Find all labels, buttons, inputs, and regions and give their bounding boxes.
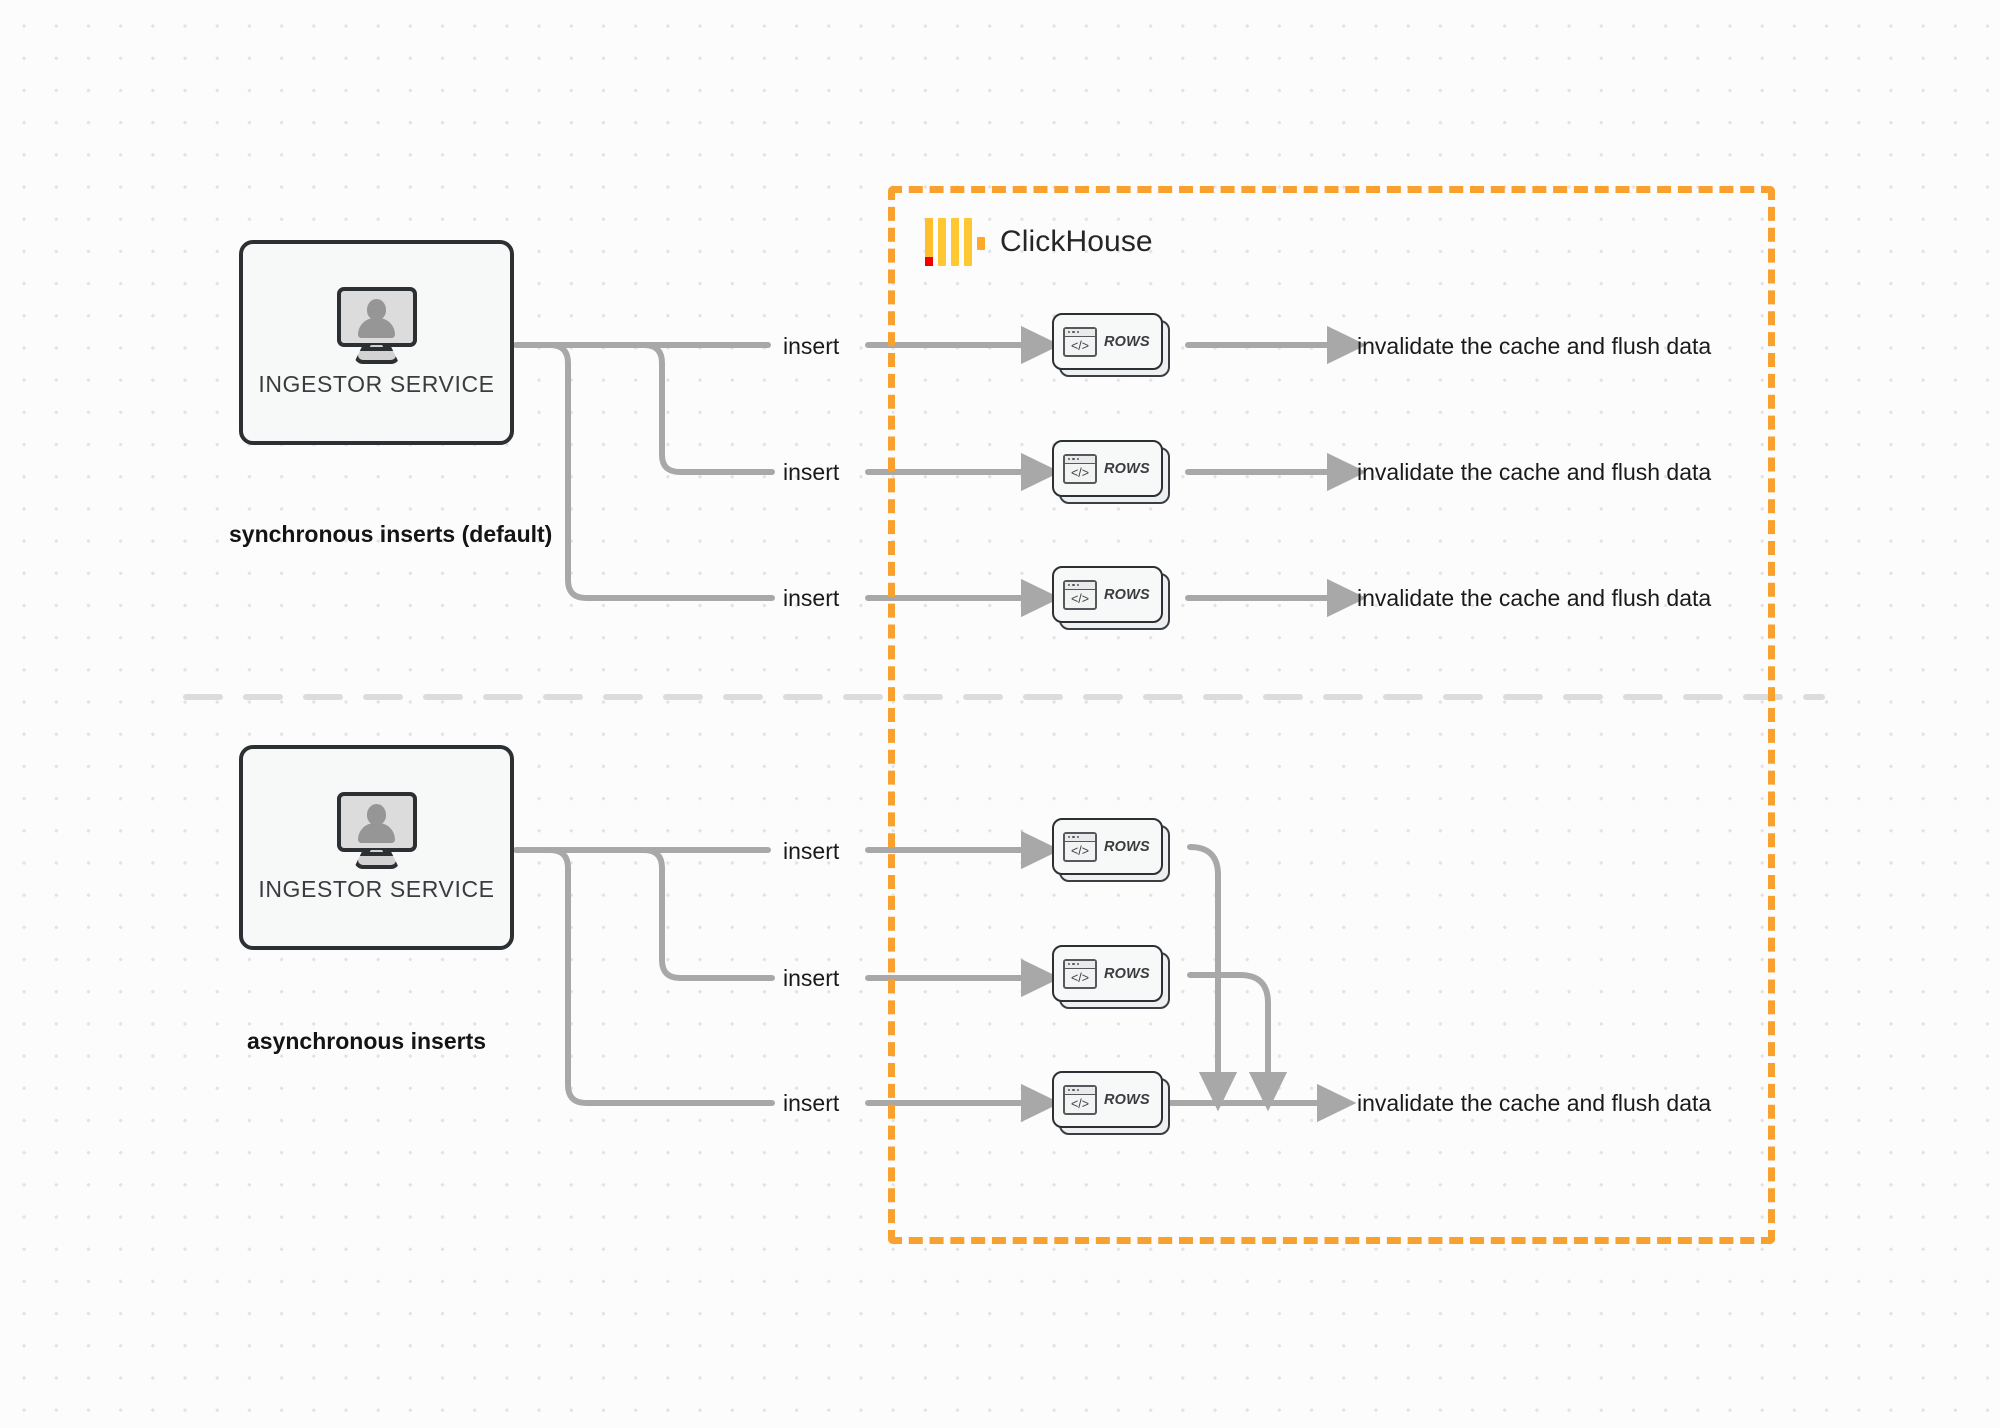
rows-card-async-3[interactable]: </> ROWS xyxy=(1052,1071,1170,1135)
result-label-sync-1: invalidate the cache and flush data xyxy=(1357,333,1712,359)
result-label-async-merged: invalidate the cache and flush data xyxy=(1357,1090,1712,1116)
rows-card-front: </> ROWS xyxy=(1052,945,1163,1002)
rows-card-front: </> ROWS xyxy=(1052,440,1163,497)
rows-card-label: ROWS xyxy=(1104,838,1150,855)
insert-label-sync-2: insert xyxy=(783,459,840,485)
rows-card-label: ROWS xyxy=(1104,965,1150,982)
monitor-user-icon xyxy=(329,287,425,365)
ingestor-service-label-async: INGESTOR SERVICE xyxy=(258,876,495,902)
code-window-icon: </> xyxy=(1063,1084,1097,1115)
insert-label-async-2: insert xyxy=(783,965,840,991)
ingestor-service-sync[interactable]: INGESTOR SERVICE xyxy=(239,240,514,445)
sync-fanout-row3 xyxy=(533,342,775,601)
rows-card-label: ROWS xyxy=(1104,586,1150,603)
rows-card-sync-1[interactable]: </> ROWS xyxy=(1052,313,1170,377)
code-window-icon: </> xyxy=(1063,579,1097,610)
clickhouse-wordmark: ClickHouse xyxy=(1000,225,1153,258)
rows-card-async-1[interactable]: </> ROWS xyxy=(1052,818,1170,882)
rows-card-front: </> ROWS xyxy=(1052,1071,1163,1128)
rows-card-sync-2[interactable]: </> ROWS xyxy=(1052,440,1170,504)
ingestor-service-label-sync: INGESTOR SERVICE xyxy=(258,371,495,397)
sync-fanout-row2 xyxy=(627,342,775,475)
section-caption-synchronous: synchronous inserts (default) xyxy=(229,521,553,547)
async-merge-arrow-2 xyxy=(1187,972,1288,1112)
code-window-icon: </> xyxy=(1063,326,1097,357)
rows-card-async-2[interactable]: </> ROWS xyxy=(1052,945,1170,1009)
insert-label-sync-3: insert xyxy=(783,585,840,611)
clickhouse-brand: ClickHouse xyxy=(925,218,1153,266)
clickhouse-boundary xyxy=(888,186,1775,1244)
result-label-sync-3: invalidate the cache and flush data xyxy=(1357,585,1712,611)
rows-card-label: ROWS xyxy=(1104,333,1150,350)
clickhouse-logo xyxy=(925,218,985,266)
rows-card-front: </> ROWS xyxy=(1052,818,1163,875)
ingestor-service-async[interactable]: INGESTOR SERVICE xyxy=(239,745,514,950)
rows-card-front: </> ROWS xyxy=(1052,566,1163,623)
monitor-user-icon xyxy=(329,792,425,870)
async-fanout-row2 xyxy=(627,847,775,981)
rows-card-label: ROWS xyxy=(1104,1091,1150,1108)
async-fanout-row3 xyxy=(533,847,775,1106)
insert-label-async-1: insert xyxy=(783,838,840,864)
rows-card-sync-3[interactable]: </> ROWS xyxy=(1052,566,1170,630)
code-window-icon: </> xyxy=(1063,958,1097,989)
code-window-icon: </> xyxy=(1063,453,1097,484)
code-window-icon: </> xyxy=(1063,831,1097,862)
section-caption-asynchronous: asynchronous inserts xyxy=(247,1028,487,1054)
result-label-sync-2: invalidate the cache and flush data xyxy=(1357,459,1712,485)
insert-label-async-3: insert xyxy=(783,1090,840,1116)
insert-label-sync-1: insert xyxy=(783,333,840,359)
async-merge-arrow-1 xyxy=(1187,844,1238,1112)
rows-card-front: </> ROWS xyxy=(1052,313,1163,370)
rows-card-label: ROWS xyxy=(1104,460,1150,477)
